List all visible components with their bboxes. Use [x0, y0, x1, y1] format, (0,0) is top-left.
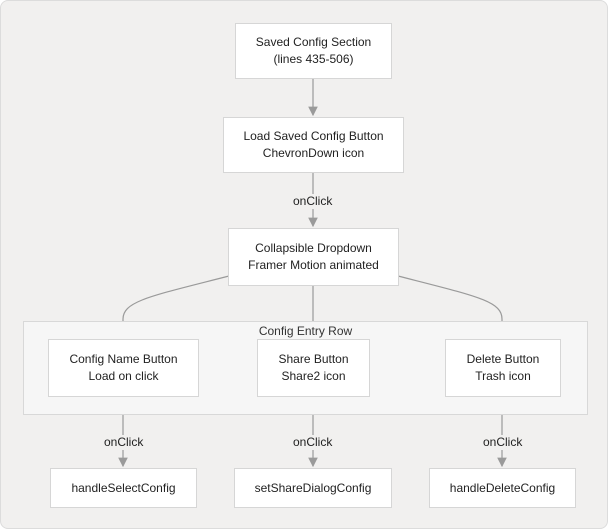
- node-line: Share2 icon: [281, 369, 346, 383]
- node-line: handleDeleteConfig: [449, 480, 556, 495]
- node-set-share-dialog-config: setShareDialogConfig: [234, 468, 392, 508]
- edge-label-onclick: onClick: [291, 435, 335, 450]
- edge-label-onclick: onClick: [481, 435, 525, 450]
- node-line: Delete Button: [466, 352, 540, 366]
- node-share-button: Share Button Share2 icon: [257, 339, 370, 397]
- edge-dropdown-to-delete: [397, 275, 507, 339]
- node-handle-select-config: handleSelectConfig: [50, 468, 197, 508]
- node-line: Load on click: [88, 369, 159, 383]
- node-line: setShareDialogConfig: [254, 480, 372, 495]
- node-line: (lines 435-506): [273, 52, 354, 66]
- node-handle-delete-config: handleDeleteConfig: [429, 468, 576, 508]
- node-line: Share Button: [278, 352, 349, 366]
- node-collapsible-dropdown: Collapsible Dropdown Framer Motion anima…: [228, 228, 399, 286]
- node-line: Config Name Button: [69, 352, 178, 366]
- node-line: Framer Motion animated: [248, 258, 379, 272]
- node-line: handleSelectConfig: [71, 480, 176, 495]
- node-delete-button: Delete Button Trash icon: [445, 339, 561, 397]
- node-load-saved-config-button: Load Saved Config Button ChevronDown ico…: [223, 117, 404, 173]
- edge-label-onclick: onClick: [291, 194, 335, 209]
- node-line: Collapsible Dropdown: [255, 241, 372, 255]
- node-saved-config-section: Saved Config Section (lines 435-506): [235, 23, 392, 79]
- node-line: ChevronDown icon: [262, 146, 365, 160]
- node-line: Trash icon: [475, 369, 531, 383]
- cluster-title: Config Entry Row: [258, 324, 353, 338]
- node-line: Saved Config Section: [255, 35, 372, 49]
- edge-label-onclick: onClick: [102, 435, 146, 450]
- edge-dropdown-to-name: [118, 275, 230, 339]
- node-line: Load Saved Config Button: [243, 129, 384, 143]
- node-config-name-button: Config Name Button Load on click: [48, 339, 199, 397]
